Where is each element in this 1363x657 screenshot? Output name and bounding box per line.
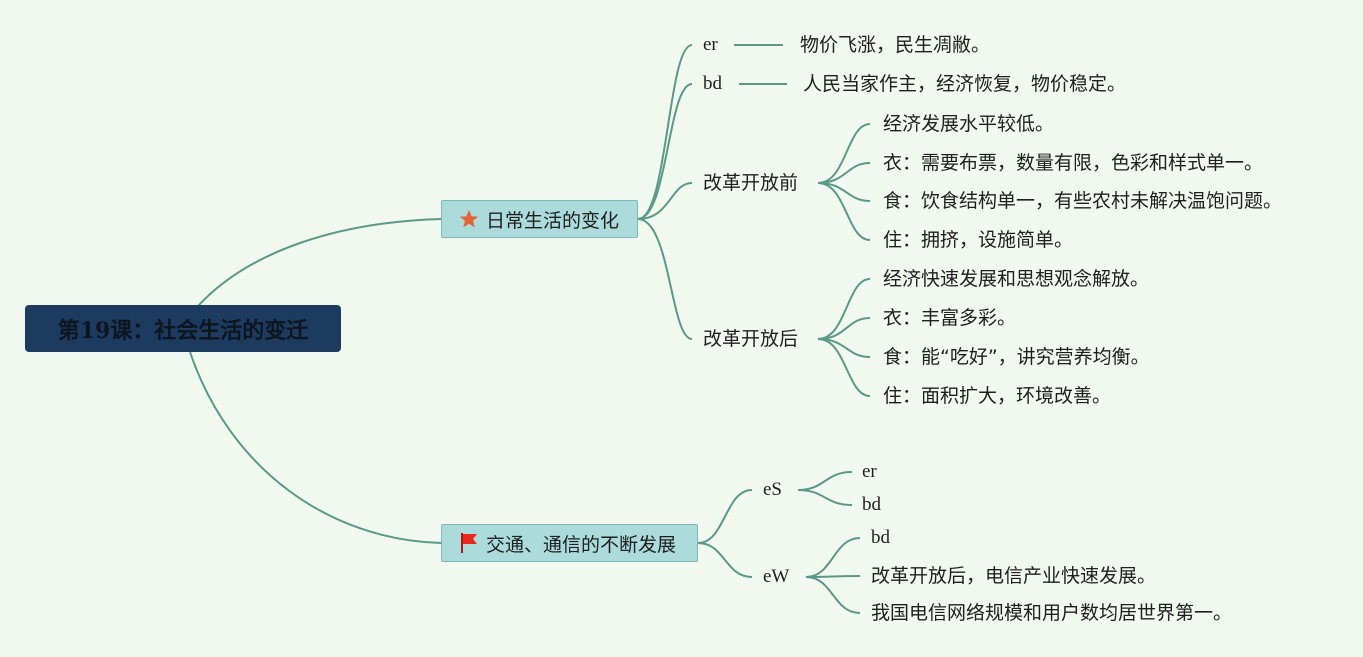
topic-bd-detail[interactable]: 人民当家作主，经济恢复，物价稳定。 [803,73,1127,95]
link-before-4 [817,182,871,241]
flag-icon [458,532,480,554]
link-after-4 [817,338,871,397]
link-b2-eS [697,489,753,544]
subtopic-before-4[interactable]: 住：拥挤，设施简单。 [883,229,1074,251]
link-after-2 [817,317,871,340]
branch-transport-comm-label: 交通、通信的不断发展 [486,533,677,556]
link-before-2 [817,162,871,184]
link-eW-3 [805,576,861,614]
subtopic-eS-2[interactable]: bd [862,494,881,515]
subtopic-after-2[interactable]: 衣：丰富多彩。 [883,307,1017,329]
subtopic-eW-2[interactable]: 改革开放后，电信产业快速发展。 [871,565,1157,587]
subtopic-after-1[interactable]: 经济快速发展和思想观念解放。 [883,268,1150,290]
link-before-1 [817,123,871,184]
branch-daily-life-label: 日常生活的变化 [486,209,620,232]
subtopic-before-2[interactable]: 衣：需要布票，数量有限，色彩和样式单一。 [883,152,1264,174]
link-eS-2 [797,489,853,506]
subtopic-eS-1[interactable]: er [862,461,877,482]
root-topic-label: 第19课：社会生活的变迁 [57,317,309,344]
topic-bd[interactable]: bd [703,73,722,94]
root-topic[interactable]: 第19课：社会生活的变迁 [25,305,341,352]
link-b1-after [637,218,693,340]
link-eS-1 [797,471,853,491]
branch-daily-life[interactable]: 日常生活的变化 [441,200,638,238]
topic-er-detail[interactable]: 物价飞涨，民生凋敝。 [800,34,991,56]
topic-after-reform[interactable]: 改革开放后 [703,328,799,350]
subtopic-eW-1[interactable]: bd [871,527,890,548]
link-after-1 [817,278,871,340]
branch-transport-comm[interactable]: 交通、通信的不断发展 [441,524,698,562]
star-icon [458,208,480,230]
link-root-branch2 [189,351,442,544]
link-b1-before [637,182,693,220]
link-b1-er [637,44,693,220]
topic-before-reform[interactable]: 改革开放前 [703,172,799,194]
topic-er[interactable]: er [703,34,718,55]
link-eW-1 [805,537,861,578]
link-b1-bd [637,83,693,220]
link-b2-eW [697,542,753,578]
subtopic-after-4[interactable]: 住：面积扩大，环境改善。 [883,385,1112,407]
subtopic-before-1[interactable]: 经济发展水平较低。 [883,113,1055,135]
subtopic-after-3[interactable]: 食：能“吃好”，讲究营养均衡。 [883,346,1150,368]
topic-eW[interactable]: eW [763,566,790,587]
subtopic-eW-3[interactable]: 我国电信网络规模和用户数均居世界第一。 [871,602,1233,624]
link-eW-2 [805,575,861,578]
topic-eS[interactable]: eS [763,479,782,500]
link-root-branch1 [197,218,442,307]
subtopic-before-3[interactable]: 食：饮食结构单一，有些农村未解决温饱问题。 [883,190,1283,212]
